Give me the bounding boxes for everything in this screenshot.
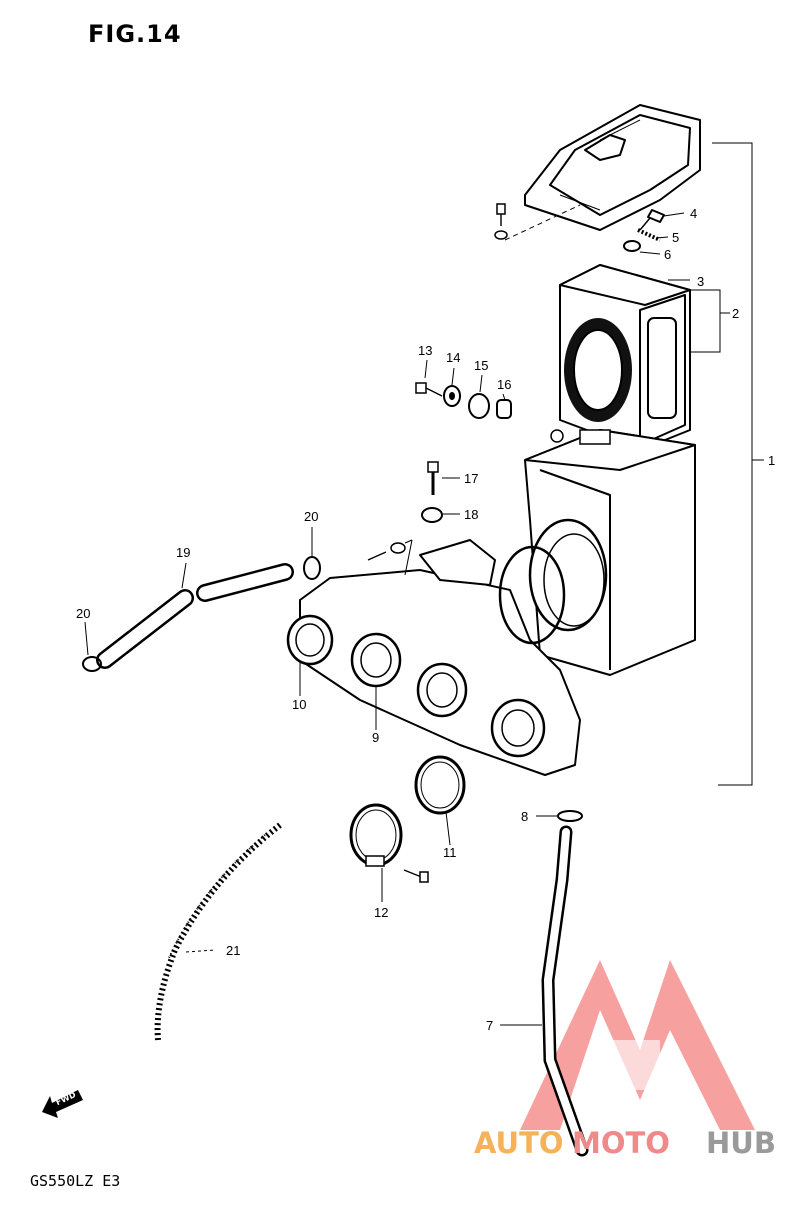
breather-hose-19 (96, 563, 294, 669)
drain-hose-7 (541, 825, 589, 1157)
bolt-17 (427, 461, 439, 495)
intake-boot-2 (350, 632, 402, 688)
callout-15: 15 (474, 358, 488, 373)
callout-12: 12 (374, 905, 388, 920)
model-code: GS550LZ E3 (30, 1172, 121, 1190)
washer-14 (443, 385, 461, 407)
intake-boot-1 (286, 614, 334, 666)
callout-19: 19 (176, 545, 190, 560)
callout-16: 16 (497, 377, 511, 392)
callout-1: 1 (768, 453, 775, 468)
callout-7: 7 (486, 1018, 493, 1033)
clip-20-left (82, 656, 102, 672)
leader-lines (84, 212, 685, 1026)
screw-4 (639, 209, 665, 231)
bracket-2 (668, 279, 730, 353)
callout-numbers: 1 2 3 4 5 6 7 8 9 10 11 12 13 14 15 16 1… (76, 206, 775, 1033)
nut-6 (623, 240, 641, 252)
callout-13: 13 (418, 343, 432, 358)
watermark-logo (520, 960, 755, 1130)
callout-9: 9 (372, 730, 379, 745)
callout-6: 6 (664, 247, 671, 262)
callout-5: 5 (672, 230, 679, 245)
intake-chamber (286, 539, 581, 776)
callout-4: 4 (690, 206, 697, 221)
fwd-arrow-icon: FWD (42, 1090, 83, 1118)
watermark-text: AUTO MOTO HUB (474, 1126, 776, 1160)
bolt-13 (415, 382, 443, 397)
chamber-screw (367, 539, 413, 576)
callout-10: 10 (292, 697, 306, 712)
grommet-15 (468, 393, 490, 419)
clip-8 (557, 810, 583, 822)
watermark-auto: AUTO (474, 1126, 564, 1160)
callout-8: 8 (521, 809, 528, 824)
filter-element (559, 264, 691, 451)
callout-21: 21 (226, 943, 240, 958)
callout-3: 3 (697, 274, 704, 289)
clip-20-right (303, 556, 321, 580)
callout-18: 18 (464, 507, 478, 522)
watermark-moto: MOTO (572, 1126, 670, 1160)
foam-strip-21 (154, 822, 282, 1041)
watermark-hub: HUB (706, 1126, 776, 1160)
callout-20-left: 20 (76, 606, 90, 621)
nut-18 (421, 507, 443, 523)
callout-17: 17 (464, 471, 478, 486)
callout-2: 2 (732, 306, 739, 321)
callout-11: 11 (443, 845, 457, 860)
callout-14: 14 (446, 350, 460, 365)
intake-boot-3 (416, 662, 468, 718)
collar-16 (496, 399, 512, 419)
intake-boot-4 (490, 698, 546, 758)
spring-5 (637, 228, 661, 242)
clamp-11 (414, 755, 466, 815)
figure-title: FIG.14 (88, 20, 182, 48)
cap-screw (494, 203, 581, 241)
bracket-1 (712, 142, 764, 786)
clamp-12 (349, 803, 429, 883)
callout-20-right: 20 (304, 509, 318, 524)
air-box-body (524, 429, 696, 676)
air-cleaner-cap (524, 104, 701, 231)
